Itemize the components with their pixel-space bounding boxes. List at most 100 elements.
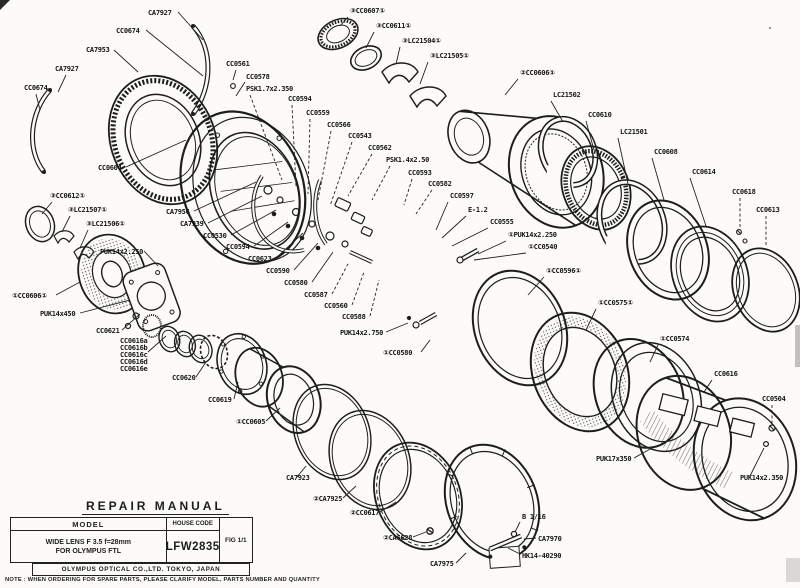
leader-line: [195, 361, 207, 378]
leader-line: [145, 29, 204, 77]
part-label: CC0674: [116, 27, 140, 35]
part-label: CC0578: [246, 73, 270, 81]
leader-line: [233, 381, 239, 400]
leader-line: [585, 308, 597, 331]
ring-cc0617-part: [373, 441, 463, 551]
plate-ring-cc0619-part: [216, 332, 268, 396]
part-label: ③LC21507①: [68, 206, 107, 214]
part-label: CA7923: [286, 474, 310, 482]
leader-line: [395, 46, 401, 65]
part-label: PUK17x350: [596, 455, 631, 463]
part-label: CC0616d: [120, 358, 147, 366]
leader-line: [703, 379, 713, 393]
leader-line: [230, 209, 277, 236]
part-label: CA7970: [538, 535, 562, 543]
part-label: ③CC0607①: [350, 7, 385, 15]
part-label: CC0561: [226, 60, 250, 68]
fig-label: FIG 1/1: [225, 536, 247, 544]
leader-line: [351, 271, 365, 306]
screws-cc0618-part: [736, 229, 748, 244]
part-label: ②CC0617: [350, 509, 379, 517]
part-label: HK14-40290: [522, 552, 561, 560]
part-label: CC0616b: [120, 344, 147, 352]
part-label: CC0674: [24, 84, 48, 92]
part-label: E-1.2: [468, 206, 488, 214]
leader-line: [550, 100, 564, 123]
ring-cc0612-part: [24, 205, 56, 243]
guide-segment-a-part: [381, 62, 419, 85]
part-label: CC0566: [327, 121, 351, 129]
cam-bits-part: [124, 312, 162, 338]
house-code-column: HOUSE CODE LFW2835: [165, 518, 220, 562]
part-label: PUK14x2.250: [100, 248, 143, 256]
leader-line: [379, 501, 397, 513]
leader-line: [441, 215, 467, 239]
ring-cc0574-part: [592, 337, 703, 453]
part-label: CC0614: [692, 168, 716, 176]
ring-cc0613-part: [731, 247, 800, 333]
leader-line: [507, 547, 521, 555]
leader-line: [415, 189, 433, 215]
leader-line: [232, 69, 237, 81]
linkage-cluster-part: [230, 83, 373, 264]
leader-line: [585, 120, 595, 151]
part-label: CC0593: [408, 169, 432, 177]
part-label: CA7939: [180, 220, 204, 228]
leader-line: [649, 344, 659, 363]
retaining-spring-right-part: [190, 24, 211, 116]
model-value: WIDE LENS F 3.5 f=28mm FOR OLYMPUS FTL: [11, 531, 166, 562]
screw-cc0504-part: [762, 424, 776, 448]
part-label: PUK14x450: [40, 310, 75, 318]
ball-bearing-part: [510, 530, 518, 538]
part-label: ①CC0606①: [12, 292, 47, 300]
part-label: CC0594: [226, 243, 250, 251]
leader-line: [55, 281, 81, 296]
leader-line: [339, 16, 349, 27]
ring-cc0575-part: [529, 311, 631, 433]
leader-line: [403, 178, 413, 206]
eyepiece-ring-part: [317, 17, 359, 51]
leader-line: [253, 221, 289, 247]
screw-cluster-2-part: [406, 312, 438, 329]
part-label: ②CC0606①: [520, 69, 555, 77]
leader-line: [477, 240, 507, 255]
leader-line: [514, 521, 521, 533]
leader-line: [235, 81, 246, 97]
part-label: CA7956: [166, 208, 190, 216]
house-code-value: LFW2835: [165, 540, 220, 553]
retaining-spring-left-part: [30, 88, 52, 174]
aperture-disk-part: [77, 233, 147, 315]
rod-ca7970-part: [489, 533, 522, 552]
screw-cluster-1-part: [456, 247, 480, 264]
ring-ca7925-part: [328, 409, 412, 511]
leader-line: [435, 201, 449, 231]
part-label: CC0587: [304, 291, 328, 299]
leader-line: [419, 61, 429, 85]
part-label: ①CC0580: [383, 349, 412, 357]
part-label: PUK14x2.750: [340, 329, 383, 337]
part-label: B 1/16: [522, 513, 546, 521]
part-label: CC0623: [248, 255, 272, 263]
part-label: CC0613: [756, 206, 780, 214]
leader-line: [296, 465, 307, 478]
c-washer-1-part: [537, 116, 599, 192]
leader-line: [504, 78, 519, 96]
model-line1: WIDE LENS F 3.5 f=28mm: [45, 538, 132, 546]
retaining-washer-part: [349, 45, 383, 71]
ring-stack-part: [158, 325, 213, 364]
part-label: CC0616a: [120, 337, 147, 345]
leader-line: [412, 531, 427, 538]
segment-lc21507-part: [53, 230, 75, 245]
part-label: LC21502: [553, 91, 580, 99]
part-label: CC0530: [203, 232, 227, 240]
part-label: CA7953: [86, 46, 110, 54]
part-label: CA7927: [55, 65, 79, 73]
part-label: CC0621: [96, 327, 120, 335]
leader-line: [177, 11, 204, 41]
leader-line: [125, 139, 187, 168]
leader-line: [342, 485, 357, 499]
part-label: CA7975: [430, 560, 454, 568]
leader-line: [385, 322, 409, 333]
part-label: CC0616e: [120, 365, 147, 373]
leader-line: [79, 229, 89, 249]
